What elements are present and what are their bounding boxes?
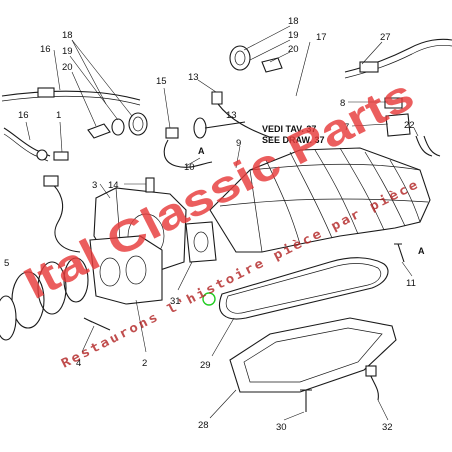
fitting-8 <box>384 97 403 109</box>
callout-7: 7 <box>344 122 349 133</box>
pipe-16-top <box>1 90 141 101</box>
leader-lines <box>25 25 419 421</box>
callout-1: 1 <box>56 110 61 121</box>
callout-13-top: 13 <box>188 72 199 83</box>
injector-right <box>261 57 283 73</box>
callout-18-right: 18 <box>288 16 299 27</box>
bolt-11 <box>394 243 405 263</box>
bolt-30 <box>300 389 312 412</box>
gasket-29-inner <box>225 263 382 314</box>
hose-clip <box>36 149 48 161</box>
injector-cap-left-inner <box>132 116 144 132</box>
bolt-4 <box>83 317 111 331</box>
callout-31: 31 <box>170 296 181 307</box>
mount-block-2 <box>89 235 163 305</box>
pipe-clamp <box>37 87 55 98</box>
callout-17: 17 <box>316 32 327 43</box>
wire-harness <box>49 181 81 253</box>
gasket-29 <box>219 257 389 320</box>
pipe-32-fitting <box>365 365 377 377</box>
hose-end <box>0 295 17 341</box>
callout-8: 8 <box>340 98 345 109</box>
callout-28: 28 <box>198 420 209 431</box>
callout-15: 15 <box>156 76 167 87</box>
sensor-15 <box>165 127 179 139</box>
injector-cap-right-inner <box>234 50 246 66</box>
callout-10: 10 <box>184 162 195 173</box>
callout-16-left: 16 <box>18 110 29 121</box>
injector-cap-right <box>229 45 251 71</box>
parts-drawing <box>0 38 452 412</box>
harness-connector <box>43 175 59 187</box>
callout-3: 3 <box>92 180 97 191</box>
callout-20-right: 20 <box>288 44 299 55</box>
callout-32: 32 <box>382 422 393 433</box>
intake-manifold <box>209 147 431 253</box>
injector-cap-left <box>128 112 148 136</box>
callout-4: 4 <box>76 358 81 369</box>
callout-30: 30 <box>276 422 287 433</box>
drawing-reference-note: VEDI TAV. 37 SEE DRAW. 37 <box>262 124 325 145</box>
callout-27: 27 <box>380 32 391 43</box>
callout-2: 2 <box>142 358 147 369</box>
hose-16-left <box>3 127 51 157</box>
reference-line-italian: VEDI TAV. 37 <box>262 124 316 134</box>
hose-10 <box>163 139 213 168</box>
pipe-32 <box>369 373 379 401</box>
marker-letter-a-right: A <box>418 246 425 256</box>
callout-16-top: 16 <box>40 44 51 55</box>
rod-part <box>204 121 246 129</box>
callout-19-right: 19 <box>288 30 299 41</box>
injector-seal-left <box>111 118 125 136</box>
gasket-31-hole <box>193 231 209 253</box>
highlight-circle <box>202 292 216 306</box>
callout-19-left: 19 <box>62 46 73 57</box>
pipe-to-manifold <box>217 103 273 139</box>
gasket-31 <box>185 221 217 263</box>
callout-11: 11 <box>406 278 416 289</box>
callout-22: 22 <box>404 120 415 131</box>
marker-letter-a-left: A <box>198 146 205 156</box>
fitting-7 <box>385 113 411 137</box>
hose-connector <box>53 151 69 161</box>
reference-line-english: SEE DRAW. 37 <box>262 135 325 145</box>
cover-plate-28 <box>229 317 397 393</box>
sensor-13 <box>211 91 223 105</box>
callout-5: 5 <box>4 258 9 269</box>
pipe-22-b <box>423 135 441 157</box>
pipe-22 <box>415 135 433 157</box>
callout-18-left: 18 <box>62 30 73 41</box>
bolt-14 <box>145 177 155 193</box>
hose-16-left-b <box>3 133 49 162</box>
callout-20-left: 20 <box>62 62 73 73</box>
callout-9: 9 <box>236 138 241 149</box>
injector-left <box>87 123 111 139</box>
callout-29: 29 <box>200 360 211 371</box>
pipe-16-top-inner <box>1 95 141 106</box>
clamp-ring-2 <box>37 261 67 315</box>
callout-numbers: 18 19 20 16 16 1 18 19 20 17 27 8 7 22 1… <box>4 16 425 433</box>
disc-part <box>193 117 207 139</box>
hose-27-fitting <box>359 61 379 73</box>
clamp-ring-3 <box>63 257 89 303</box>
callout-14: 14 <box>108 180 119 191</box>
callout-13-mid: 13 <box>226 110 237 121</box>
